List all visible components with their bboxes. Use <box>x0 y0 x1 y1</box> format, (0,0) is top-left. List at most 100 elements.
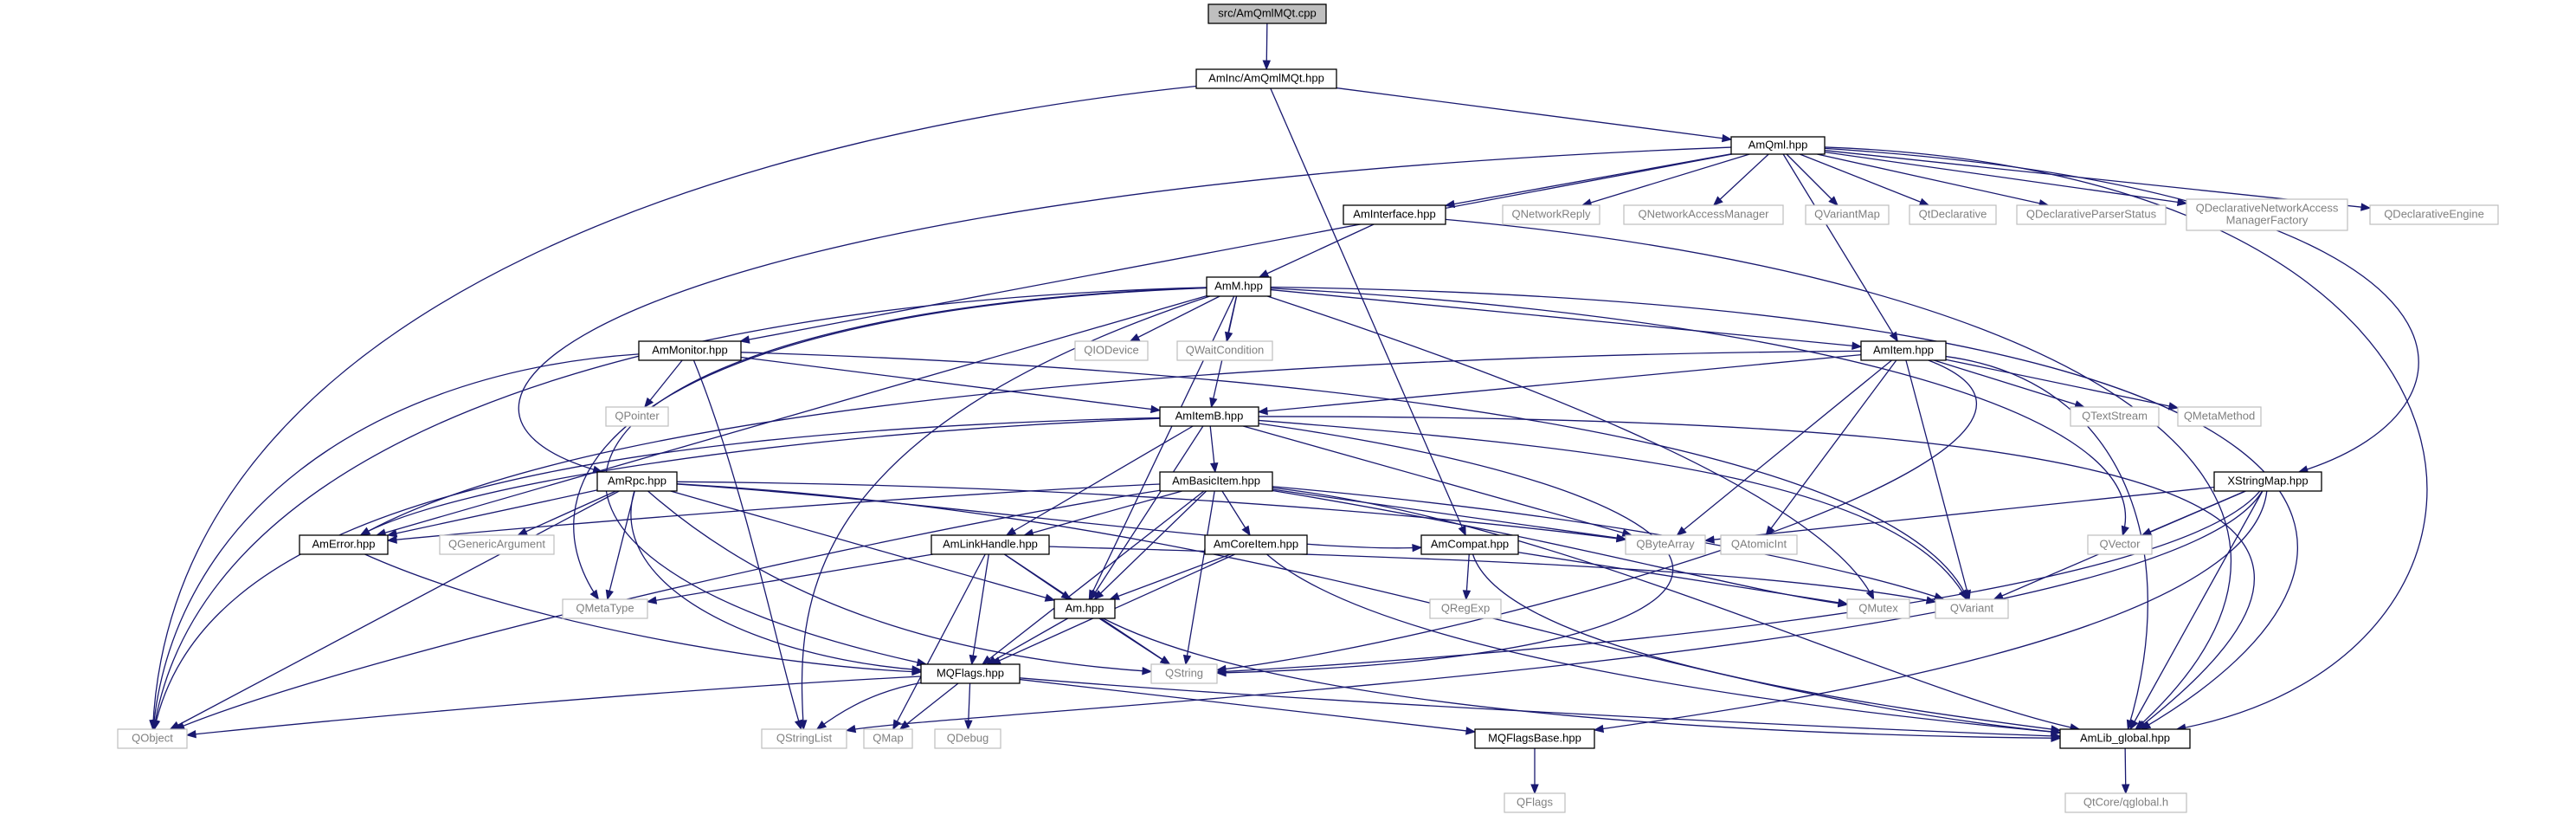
node-xstringmap[interactable]: XStringMap.hpp <box>2213 471 2322 492</box>
edge-arrowhead <box>892 719 901 731</box>
edge-line <box>1704 486 2215 541</box>
edge-amqml-to-qdengine <box>1824 150 2372 211</box>
node-box <box>1206 276 1272 297</box>
edge-line <box>1267 295 1875 600</box>
edge-line <box>1945 355 2148 730</box>
node-label: QFlags <box>1517 795 1553 808</box>
node-amhpp[interactable]: Am.hpp <box>1053 598 1116 619</box>
node-label: AmQml.hpp <box>1748 138 1808 151</box>
edge-line <box>647 553 933 603</box>
edge-arrowhead <box>2050 725 2062 734</box>
edge-line <box>2129 490 2264 730</box>
node-qtdeclarative: QtDeclarative <box>1909 204 1997 225</box>
edge-amitemb-to-qvariant <box>1258 419 1967 601</box>
edge-line <box>1130 295 1220 342</box>
node-amcoreitem[interactable]: AmCoreItem.hpp <box>1204 534 1308 555</box>
edge-arrowhead <box>2136 720 2148 730</box>
edge-amrpc-to-amcompat <box>676 483 1423 553</box>
node-ammonitor[interactable]: AmMonitor.hpp <box>638 340 742 361</box>
edge-amqml-to-amlibglobal <box>1824 146 2428 732</box>
edge-line <box>1817 153 2049 206</box>
edge-line <box>360 417 1161 536</box>
node-box <box>1053 598 1116 619</box>
edge-arrowhead <box>1257 406 1268 416</box>
node-amm[interactable]: AmM.hpp <box>1206 276 1272 297</box>
node-label: QByteArray <box>1636 537 1695 550</box>
node-amlibglobal[interactable]: AmLib_global.hpp <box>2059 728 2191 749</box>
edge-arrowhead <box>911 667 923 676</box>
node-qwaitcondition: QWaitCondition <box>1176 340 1273 361</box>
node-box <box>1474 728 1595 749</box>
node-amerror[interactable]: AmError.hpp <box>299 534 389 555</box>
edge-arrowhead <box>969 654 977 666</box>
node-label: QStringList <box>776 731 833 744</box>
node-aminterface[interactable]: AmInterface.hpp <box>1343 204 1446 225</box>
edge-arrowhead <box>359 527 371 536</box>
node-mqflagsbase[interactable]: MQFlagsBase.hpp <box>1474 728 1595 749</box>
node-label: QObject <box>132 731 173 744</box>
edge-line <box>1934 359 2084 408</box>
edge-line <box>153 287 1208 730</box>
node-qvector: QVector <box>2087 534 2153 555</box>
node-label: QtCore/qglobal.h <box>2083 795 2168 808</box>
node-box <box>1429 598 1502 619</box>
edge-line <box>1272 488 1626 540</box>
node-amrpc[interactable]: AmRpc.hpp <box>596 471 678 492</box>
node-amqml[interactable]: AmQml.hpp <box>1730 136 1826 155</box>
edge-arrowhead <box>517 527 528 536</box>
node-qvariant: QVariant <box>1935 598 2009 619</box>
edge-amrpc-to-mqflags <box>630 490 923 674</box>
node-label: QNetworkReply <box>1511 207 1591 220</box>
edge-line <box>1336 87 1732 140</box>
edge-arrowhead <box>1676 526 1687 536</box>
edge-arrowhead <box>2121 525 2129 537</box>
edge-mqflags-to-mqflagsbase <box>1019 678 1477 735</box>
edge-line <box>1098 617 1170 665</box>
node-label: AmLinkHandle.hpp <box>943 537 1038 550</box>
edge-line <box>644 359 683 408</box>
edge-line <box>1185 490 1215 665</box>
edge-amerror-to-mqflags <box>364 553 923 676</box>
node-amlinkhandle[interactable]: AmLinkHandle.hpp <box>931 534 1050 555</box>
node-qiodevice: QIODevice <box>1074 340 1149 361</box>
edge-arrowhead <box>1090 589 1099 601</box>
node-mqflags[interactable]: MQFlags.hpp <box>920 663 1021 684</box>
edge-xstringmap-to-qstring <box>1215 490 2261 676</box>
node-aminc[interactable]: AmInc/AmQmlMQt.hpp <box>1195 68 1337 89</box>
node-amcompat[interactable]: AmCompat.hpp <box>1420 534 1519 555</box>
edge-aminc-to-amcompat <box>1270 87 1466 537</box>
node-label: AmRpc.hpp <box>608 474 667 487</box>
node-ambasicitem[interactable]: AmBasicItem.hpp <box>1159 471 1273 492</box>
node-qgenericargument: QGenericArgument <box>439 534 555 555</box>
node-label: AmBasicItem.hpp <box>1172 474 1260 487</box>
edge-line <box>1110 553 1231 600</box>
edge-ammonitor-to-qvariant <box>740 352 1968 601</box>
node-amitem[interactable]: AmItem.hpp <box>1860 340 1947 361</box>
edge-line <box>670 490 1055 601</box>
edge-line <box>1103 617 2061 740</box>
node-amitemb[interactable]: AmItemB.hpp <box>1159 406 1259 427</box>
edge-amqml-to-qnam <box>1712 153 1769 206</box>
node-root: src/AmQmlMQt.cpp <box>1208 3 1327 24</box>
edge-aminc-to-qobject <box>149 85 1197 731</box>
edge-line <box>1006 425 1194 536</box>
node-box <box>1074 340 1149 361</box>
edge-amitem-to-qmetamethod <box>1945 359 2180 410</box>
node-box <box>1343 204 1446 225</box>
edge-arrowhead <box>2167 402 2180 410</box>
edge-line <box>387 483 1161 541</box>
edge-line <box>1216 359 1977 671</box>
edge-arrowhead <box>185 729 196 739</box>
edge-amm-to-amitem <box>1270 288 1863 350</box>
edge-ammonitor-to-amitemb <box>740 356 1162 414</box>
edge-arrowhead <box>2129 719 2139 731</box>
edge-line <box>971 553 989 665</box>
edge-amlinkhandle-to-qmap <box>892 553 986 731</box>
edge-arrowhead <box>1958 589 1967 601</box>
edge-line <box>364 553 922 673</box>
node-box <box>1805 204 1890 225</box>
edge-mqflags-to-qmap <box>898 682 959 730</box>
node-label: QMetaType <box>576 601 634 614</box>
node-box <box>1720 534 1798 555</box>
edge-line <box>1266 553 2061 734</box>
